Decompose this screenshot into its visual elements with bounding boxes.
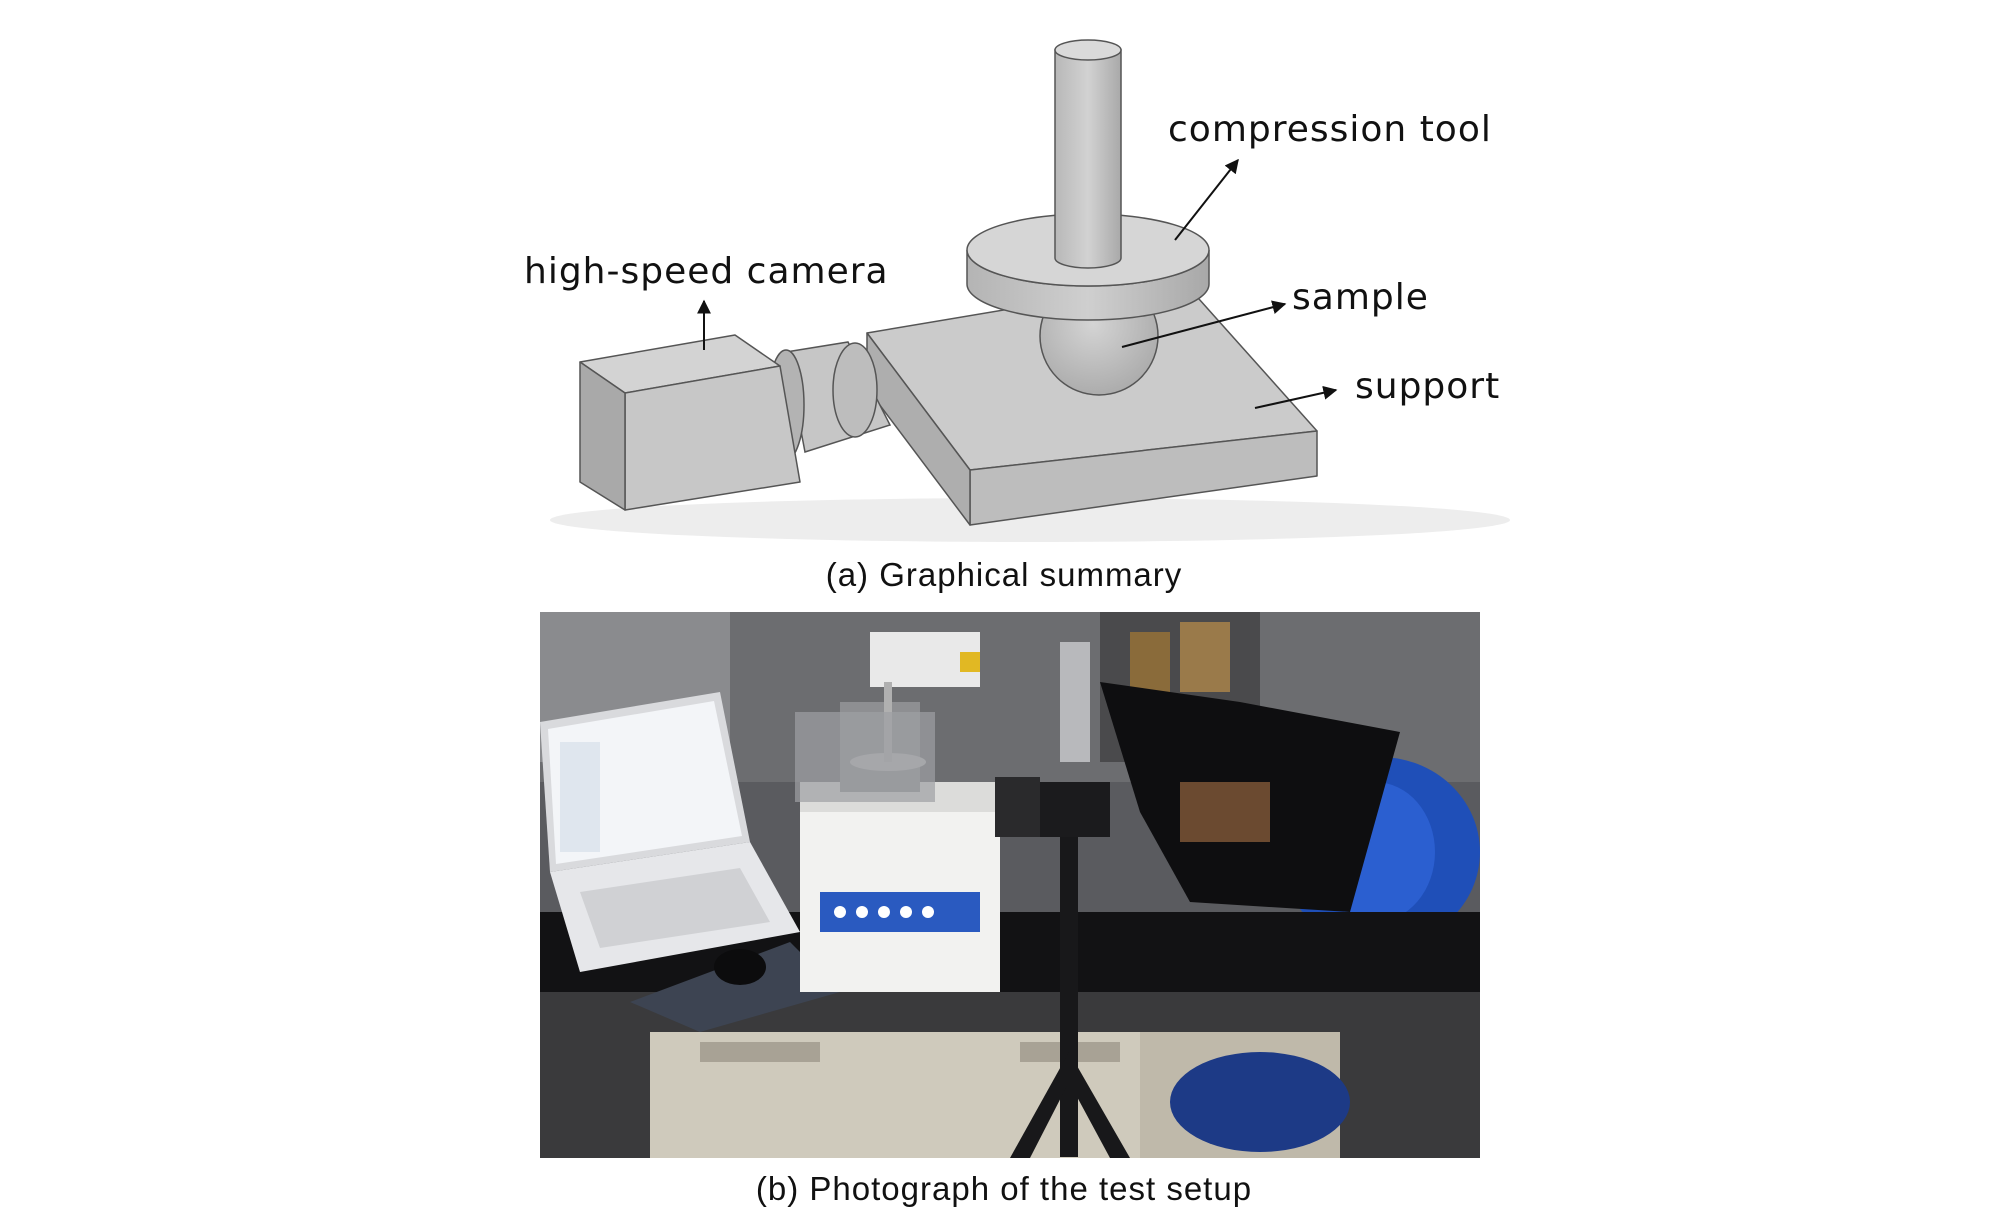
laptop bbox=[540, 692, 800, 972]
caption-a: (a) Graphical summary bbox=[825, 556, 1183, 593]
setup-schematic: compression tool high-speed camera sampl… bbox=[524, 39, 1510, 542]
mouse bbox=[714, 949, 766, 985]
compression-shaft bbox=[1054, 39, 1122, 269]
label-sample: sample bbox=[1292, 277, 1429, 318]
caption-b: (b) Photograph of the test setup bbox=[755, 1170, 1253, 1207]
blue-bucket bbox=[1170, 1052, 1350, 1152]
sample-arrow bbox=[1121, 300, 1287, 348]
grid-sheet bbox=[795, 712, 935, 802]
camera-body bbox=[579, 334, 801, 511]
mouse-pad bbox=[630, 942, 840, 1032]
label-support: support bbox=[1355, 366, 1500, 407]
test-setup-photo bbox=[540, 612, 1480, 1158]
high-speed-camera bbox=[995, 777, 1130, 1158]
support-arrow bbox=[1254, 385, 1338, 409]
floor-shadow bbox=[550, 498, 1510, 542]
label-compression-tool: compression tool bbox=[1168, 109, 1492, 150]
compression-tool-arrow bbox=[1174, 158, 1239, 241]
label-high-speed-camera: high-speed camera bbox=[524, 251, 889, 292]
